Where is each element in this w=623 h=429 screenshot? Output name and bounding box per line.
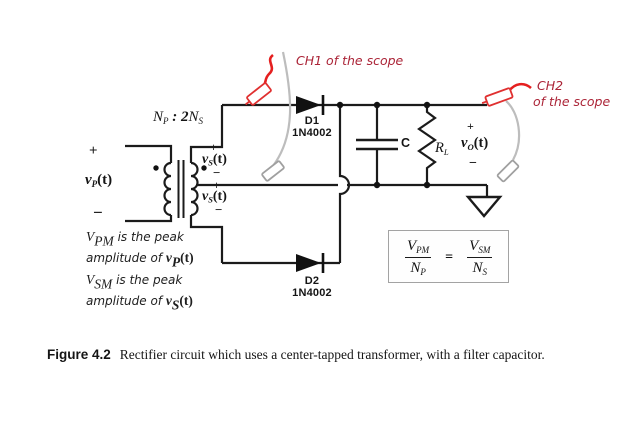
turns-ratio-label: NP : 2NS: [153, 109, 204, 126]
vp-plus-sign: +: [89, 143, 98, 159]
vs-top-minus-sign: −: [213, 165, 221, 180]
ch2-probe-icon: [481, 87, 514, 107]
ch2-ground-clip-icon: [496, 159, 520, 183]
figure-caption: Figure 4.2 Rectifier circuit which uses a…: [47, 347, 592, 364]
wire-primary-top: [125, 144, 173, 163]
junction-dots: [336, 101, 431, 189]
wire-secondary-top: [189, 105, 224, 163]
vo-minus-sign: −: [469, 156, 477, 171]
secondary-phase-dot: [201, 165, 207, 171]
note-line-1: VPM is the peak: [86, 229, 184, 249]
formula-rhs-denominator: NS: [467, 257, 492, 277]
primary-winding-icon: [163, 161, 172, 217]
ch2-cable: [507, 82, 532, 92]
note-line-4: amplitude of vS(t): [86, 292, 193, 313]
wire-secondary-bottom: [189, 215, 224, 263]
formula-lhs-fraction: VPM NP: [402, 238, 434, 277]
d2-name-label: D2: [304, 275, 320, 287]
vo-label: vO(t): [461, 135, 489, 152]
formula-rhs-numerator: VSM: [469, 238, 491, 255]
vs-bottom-label: vS(t): [202, 189, 227, 205]
transformer-core-icon: [177, 160, 185, 218]
vs-top-plus-sign: +: [210, 140, 217, 154]
vs-bottom-plus-sign: +: [213, 178, 220, 192]
primary-phase-dot: [153, 165, 159, 171]
formula-rhs-fraction: VSM NS: [464, 238, 495, 277]
ch1-scope-label: CH1 of the scope: [296, 53, 404, 68]
circuit-diagram: [125, 51, 532, 273]
ch2-scope-label-line1: CH2: [537, 78, 564, 93]
wire-primary-bottom: [125, 215, 173, 223]
peak-amplitude-notes: VPM is the peak amplitude of vP(t) VSM i…: [86, 228, 194, 313]
vs-top-label: vS(t): [202, 152, 227, 168]
wire-connector-hop: [338, 105, 351, 263]
vo-plus-sign: +: [467, 119, 474, 133]
ch2-scope-label-line2: of the scope: [533, 94, 611, 109]
secondary-winding-icon: [190, 161, 199, 217]
d1-part-label: 1N4002: [292, 127, 332, 139]
capacitor-icon: [356, 138, 398, 151]
ch2-ground-lead: [505, 100, 521, 161]
ch1-ground-lead: [272, 51, 292, 167]
d1-diode-icon: [296, 95, 325, 115]
load-resistor-label: RL: [435, 140, 449, 157]
ch1-cable: [261, 53, 274, 88]
wires: [125, 103, 489, 265]
figure-caption-tag: Figure 4.2: [47, 347, 111, 362]
ground-icon: [465, 195, 503, 218]
resistor-icon: [417, 105, 437, 185]
figure-caption-text: Rectifier circuit which uses a center-ta…: [119, 347, 545, 362]
vs-bottom-minus-sign: −: [215, 202, 223, 217]
vp-minus-sign: −: [93, 203, 103, 222]
note-line-2: amplitude of vP(t): [86, 250, 194, 270]
d2-diode-icon: [296, 253, 325, 273]
ch1-ground-clip-icon: [261, 160, 285, 182]
vp-label: vP(t): [85, 172, 113, 189]
d1-name-label: D1: [304, 115, 320, 127]
transformer-ratio-formula: VPM NP = VSM NS: [388, 230, 510, 283]
formula-lhs-denominator: NP: [405, 257, 431, 277]
note-line-3: VSM is the peak: [86, 271, 183, 291]
formula-equals-sign: =: [445, 249, 454, 265]
formula-lhs-numerator: VPM: [407, 238, 430, 255]
capacitor-label: C: [401, 136, 411, 150]
ch1-probe-icon: [245, 82, 272, 106]
d2-part-label: 1N4002: [292, 287, 332, 299]
